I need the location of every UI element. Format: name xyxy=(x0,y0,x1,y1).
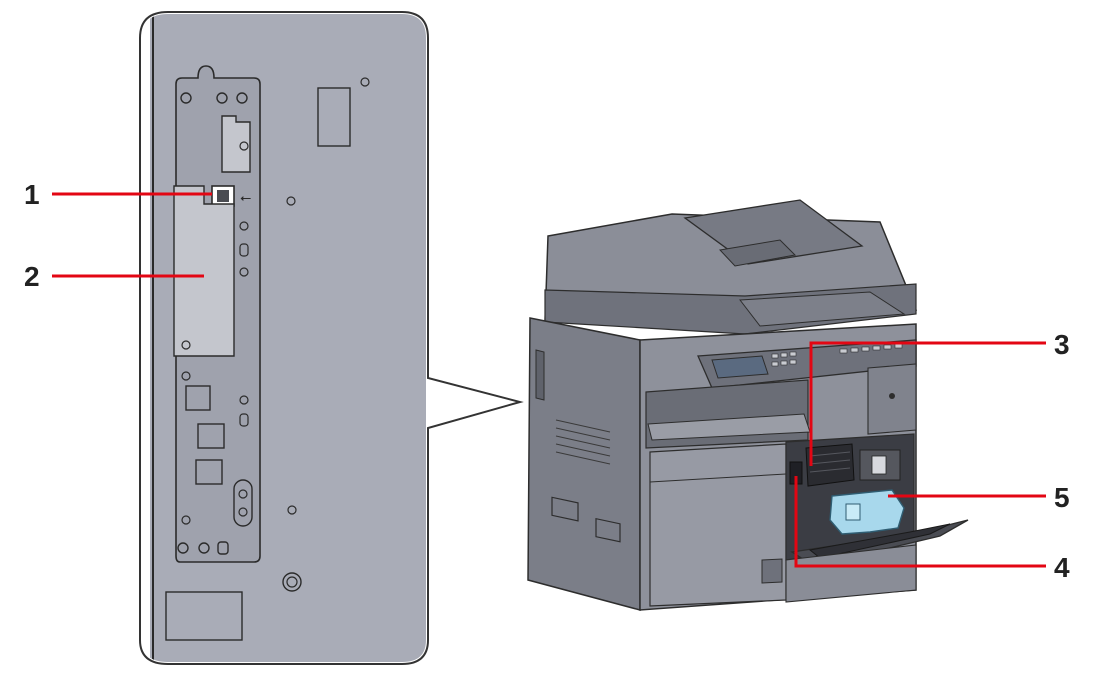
plate-clip xyxy=(239,243,249,257)
cover-seam xyxy=(649,473,787,483)
plate-screw xyxy=(239,221,249,231)
callout-number-1: 1 xyxy=(24,179,40,210)
plate-screw xyxy=(180,92,192,104)
front-right-panel xyxy=(785,544,917,603)
plate-screw xyxy=(181,515,191,525)
rear-screw xyxy=(287,505,297,515)
rear-vent-cutout xyxy=(317,87,351,147)
port-screw xyxy=(239,141,249,151)
callout-number-4: 4 xyxy=(1054,552,1070,583)
operation-panel-display xyxy=(711,355,769,379)
plate-screw xyxy=(236,92,248,104)
cover-button xyxy=(889,393,895,399)
plate-cutout xyxy=(197,423,225,449)
plate-cutout xyxy=(185,385,211,411)
operation-panel-keys xyxy=(771,343,903,367)
plate-screw xyxy=(177,542,189,554)
slot-screw xyxy=(181,340,191,350)
plate-screw xyxy=(239,395,249,405)
waste-toner-box xyxy=(829,489,905,535)
rear-knob-inner xyxy=(286,576,298,588)
toner-container xyxy=(805,443,855,487)
rear-panel-zoom: ⭠ xyxy=(139,11,524,665)
usb-symbol-icon: ⭠ xyxy=(240,190,251,206)
rear-screw xyxy=(286,196,296,206)
plate-screw xyxy=(198,542,210,554)
usb-port-socket xyxy=(217,190,229,202)
leader-lines xyxy=(52,192,1046,568)
paper-cassette-handle xyxy=(761,558,783,584)
original-eject-tray xyxy=(739,291,906,327)
printer-side-panel xyxy=(527,317,641,611)
network-port-cover xyxy=(221,115,251,173)
callout-number-2: 2 xyxy=(24,261,40,292)
plate-screw xyxy=(216,92,228,104)
plate-screw xyxy=(239,267,249,277)
plate-clip xyxy=(217,541,229,555)
connector-hole xyxy=(238,507,248,517)
plate-screw xyxy=(181,371,191,381)
plate-cutout xyxy=(195,459,223,485)
side-handle xyxy=(595,517,621,543)
connector-hole xyxy=(238,489,248,499)
plate-connector xyxy=(233,479,253,527)
side-vent-grille xyxy=(555,419,611,465)
side-connector-strip xyxy=(535,349,545,401)
side-handle xyxy=(551,496,579,522)
callout-number-5: 5 xyxy=(1054,482,1070,513)
toner-container-ribs xyxy=(809,451,851,473)
rear-label-cutout xyxy=(165,591,243,641)
leader-line-4 xyxy=(794,476,1046,568)
waste-toner-box-window xyxy=(845,503,861,521)
plate-clip xyxy=(239,413,249,427)
interior-mechanism xyxy=(871,455,887,475)
rear-knob xyxy=(282,572,302,592)
callout-number-3: 3 xyxy=(1054,329,1070,360)
rear-screw xyxy=(360,77,370,87)
multifunction-printer xyxy=(527,199,969,611)
original-tray-guide xyxy=(718,239,797,267)
option-interface-slot xyxy=(173,185,235,357)
leader-line-3 xyxy=(809,341,1046,466)
